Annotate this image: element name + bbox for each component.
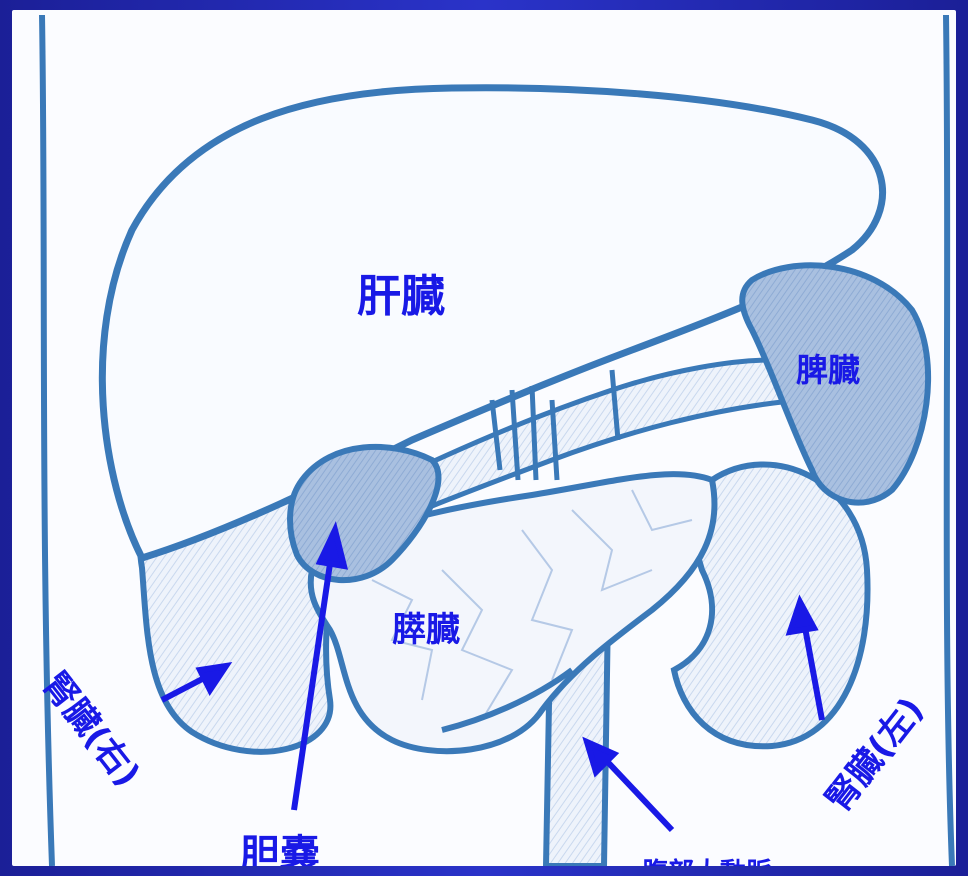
anatomy-drawing	[12, 10, 956, 866]
aorta-label: 腹部大動脈	[642, 852, 772, 866]
gallbladder-label: 胆嚢	[240, 822, 320, 866]
body-wall-left	[42, 15, 52, 866]
diagram-canvas: 肝臓 脾臓 膵臓 胆嚢 腹部大動脈 腎臓(右) 腎臓(左)	[12, 10, 956, 866]
spleen-label: 脾臓	[796, 345, 860, 391]
liver-label: 肝臓	[357, 260, 445, 324]
pancreas-label: 膵臓	[392, 602, 460, 651]
aorta-arrow	[602, 756, 672, 830]
body-wall-right	[946, 15, 952, 866]
